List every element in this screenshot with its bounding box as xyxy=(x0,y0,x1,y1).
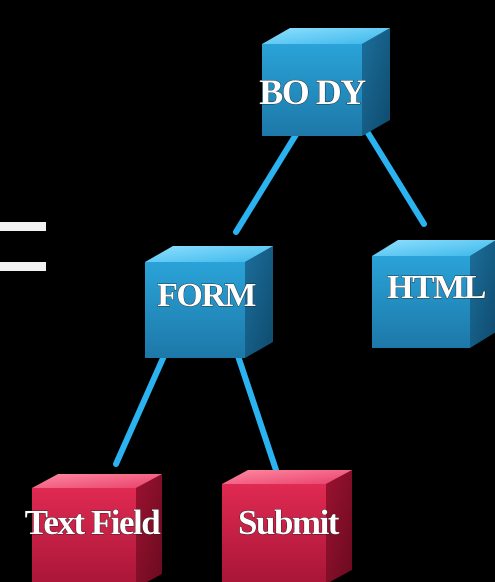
cube-side-face xyxy=(245,246,273,358)
connector-form-textfield xyxy=(113,335,175,467)
cube-html: HTML xyxy=(372,240,495,348)
cube-label-submit: Submit xyxy=(238,503,340,542)
cube-top-face xyxy=(262,28,390,44)
cube-side-face xyxy=(362,28,390,136)
cube-side-face xyxy=(470,240,495,348)
cube-top-face xyxy=(32,474,162,488)
cube-label-form: FORM xyxy=(157,277,256,314)
cube-label-body: BO DY xyxy=(259,72,366,112)
connector-body-form xyxy=(233,125,303,235)
cube-top-face xyxy=(372,240,495,256)
cube-form: FORM xyxy=(145,246,273,358)
cube-side-face xyxy=(326,470,352,582)
cube-body: BO DY xyxy=(259,28,390,136)
cube-front-face xyxy=(32,488,136,582)
connector-form-submit xyxy=(229,335,279,473)
equals-sign xyxy=(0,222,46,271)
cube-front-face xyxy=(222,484,326,582)
cube-front-face xyxy=(262,44,362,136)
node-cubes: BO DY FORM HTML Text Field Submit xyxy=(24,28,495,582)
cube-textfield: Text Field xyxy=(24,474,163,582)
cube-top-face xyxy=(222,470,352,484)
connector-body-html xyxy=(357,117,427,227)
cube-front-face xyxy=(145,262,245,358)
cube-label-html: HTML xyxy=(387,269,486,306)
cube-submit: Submit xyxy=(222,470,352,582)
cube-top-face xyxy=(145,246,273,262)
cube-side-face xyxy=(136,474,162,582)
cube-label-textfield: Text Field xyxy=(25,503,161,542)
cube-front-face xyxy=(372,256,470,348)
connector-lines xyxy=(113,117,427,473)
